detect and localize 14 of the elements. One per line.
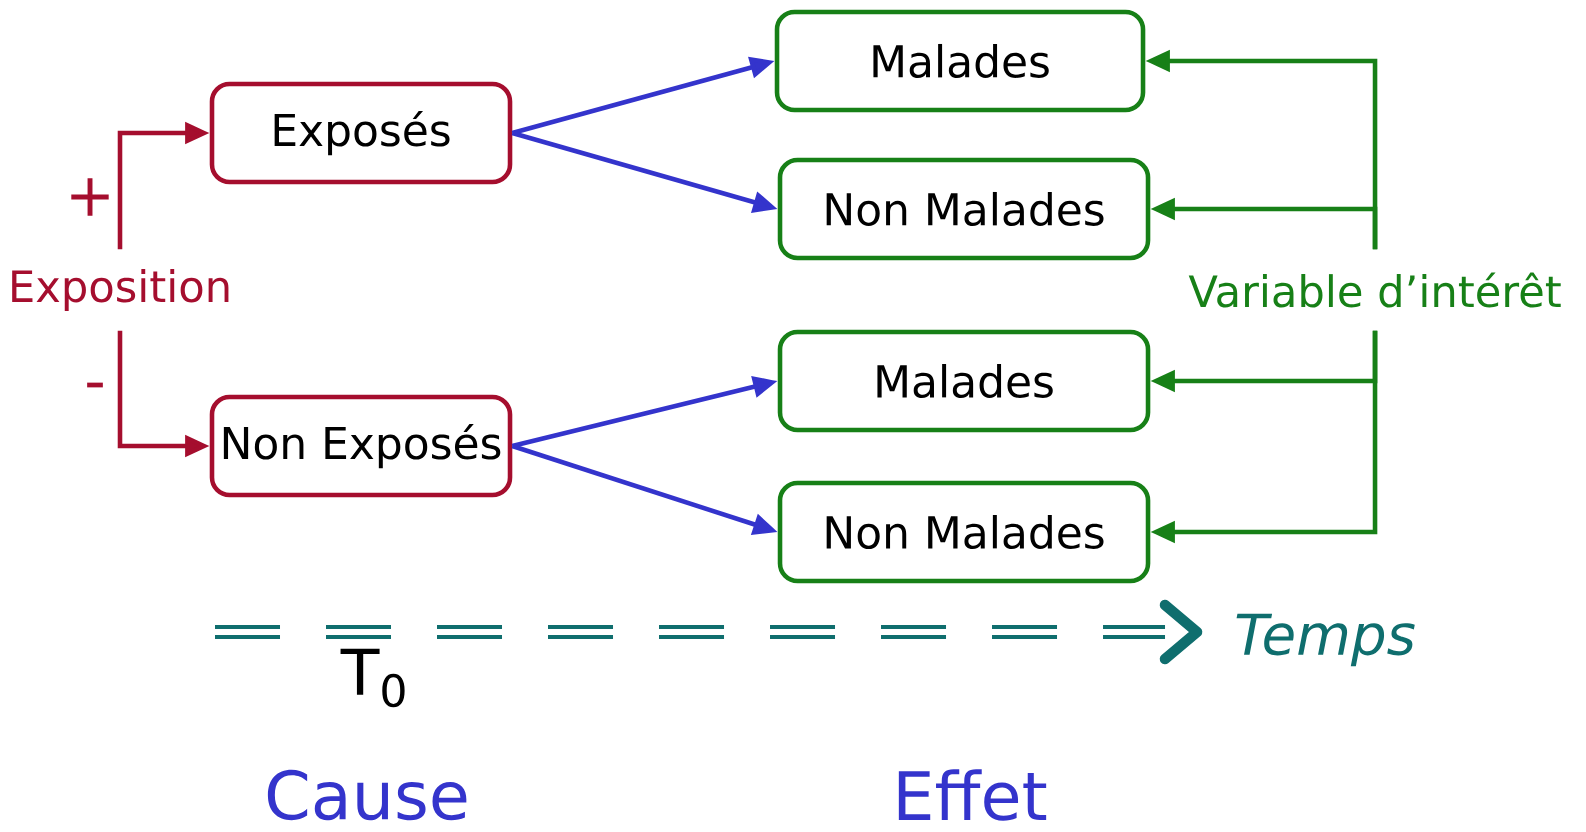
outcome-box: Malades: [777, 329, 1151, 433]
group-label: Exposition: [12, 269, 229, 311]
phase-label: Effet: [898, 769, 1047, 821]
outcome-box: Malades: [774, 9, 1146, 113]
outcome-box: Non Malades: [777, 480, 1151, 584]
outcome-box: Exposés: [209, 81, 513, 185]
edge-label: +: [71, 178, 109, 216]
group-label: Variable d’intérêt: [1188, 272, 1561, 308]
time-label: Temps: [1236, 613, 1415, 667]
outcome-box: Non Malades: [777, 157, 1151, 261]
edge-label: -: [87, 382, 103, 388]
outcome-box: Non Exposés: [209, 394, 513, 498]
time-origin-label: T$_{0}$: [340, 648, 405, 708]
phase-label: Cause: [267, 769, 467, 821]
